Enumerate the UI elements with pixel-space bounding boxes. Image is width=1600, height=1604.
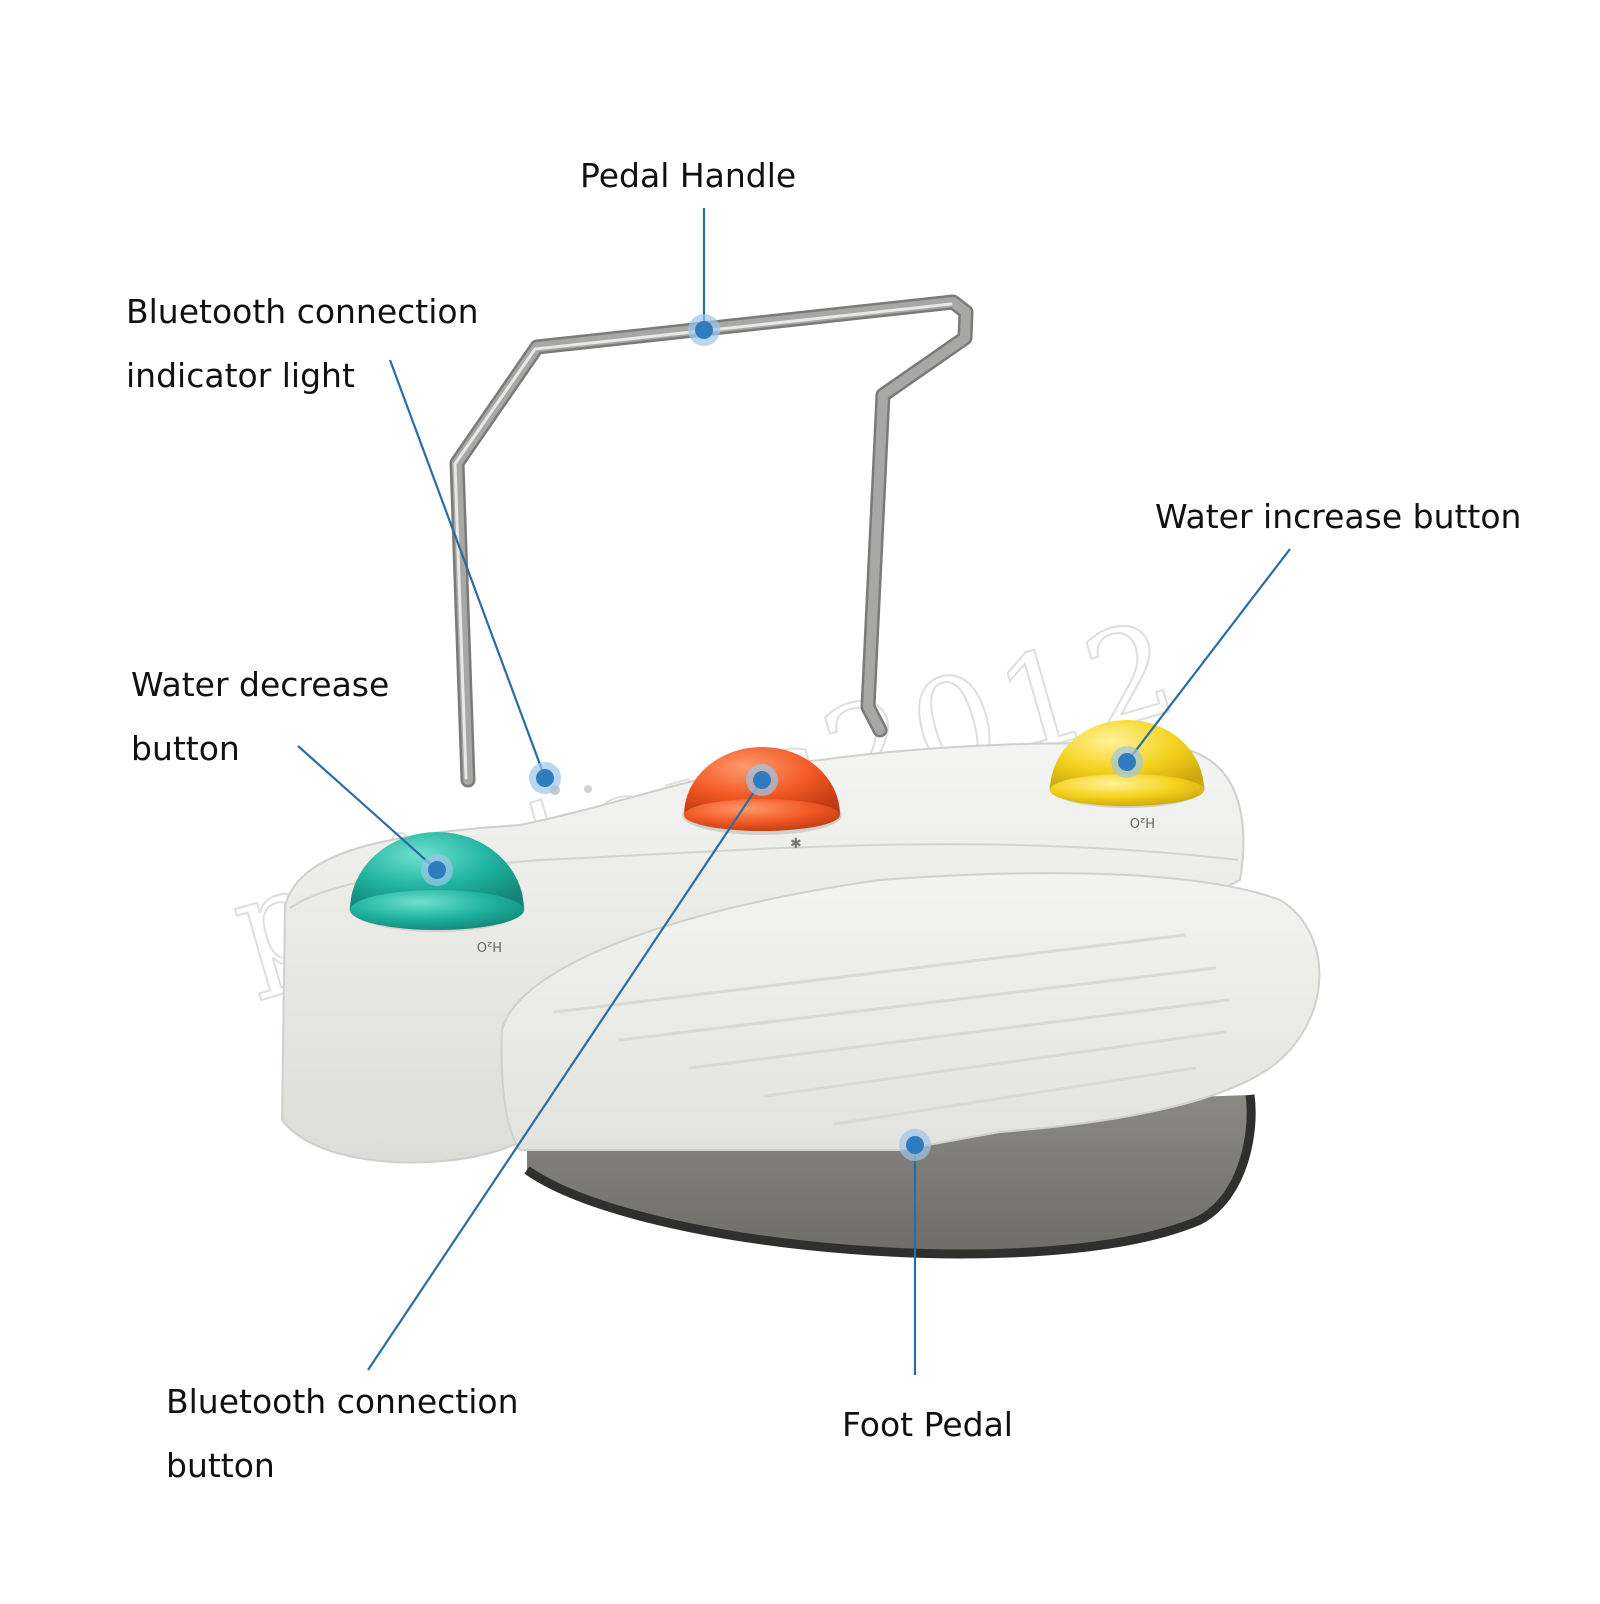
label-water-decrease-line-1: Water decrease: [131, 665, 390, 704]
water-increase-mark: H₂O: [1130, 814, 1155, 829]
label-bluetooth-button-line-1: Bluetooth connection: [166, 1382, 519, 1421]
indicator-light-2: [584, 785, 592, 793]
label-water-increase: Water increase button: [1155, 485, 1521, 549]
foot-pedal-plate: [500, 872, 1321, 1151]
water-decrease-button[interactable]: [349, 832, 525, 932]
label-bluetooth-button: Bluetooth connection button: [166, 1370, 519, 1498]
label-pedal-handle-line-1: Pedal Handle: [580, 156, 797, 195]
label-water-decrease-line-2: button: [131, 729, 240, 768]
water-decrease-mark: H₂O: [477, 938, 502, 953]
bluetooth-icon: ✱: [790, 836, 802, 852]
callout-dot-foot-pedal: [906, 1136, 924, 1154]
label-indicator-light-line-1: Bluetooth connection: [126, 292, 479, 331]
label-indicator-light-line-2: indicator light: [126, 356, 355, 395]
label-water-decrease: Water decrease button: [131, 653, 389, 781]
callout-line-water-increase: [1126, 548, 1291, 763]
label-bluetooth-button-line-2: button: [166, 1446, 275, 1485]
label-pedal-handle: Pedal Handle: [580, 144, 796, 208]
callouts: [297, 208, 1291, 1375]
pedal-handle: [449, 294, 974, 788]
callout-dot-indicator-light: [536, 769, 554, 787]
callout-line-indicator-light: [388, 359, 547, 779]
label-indicator-light: Bluetooth connection indicator light: [126, 280, 479, 408]
callout-dot-pedal-handle: [695, 321, 713, 339]
label-foot-pedal: Foot Pedal: [842, 1393, 1013, 1457]
callout-line-water-decrease: [297, 745, 438, 871]
label-water-increase-line-1: Water increase button: [1155, 497, 1522, 536]
label-foot-pedal-line-1: Foot Pedal: [842, 1405, 1013, 1444]
callout-dot-water-increase: [1118, 753, 1136, 771]
callout-dot-bluetooth-button: [753, 771, 771, 789]
callout-dot-water-decrease: [428, 861, 446, 879]
callout-line-bluetooth-button: [367, 779, 763, 1371]
